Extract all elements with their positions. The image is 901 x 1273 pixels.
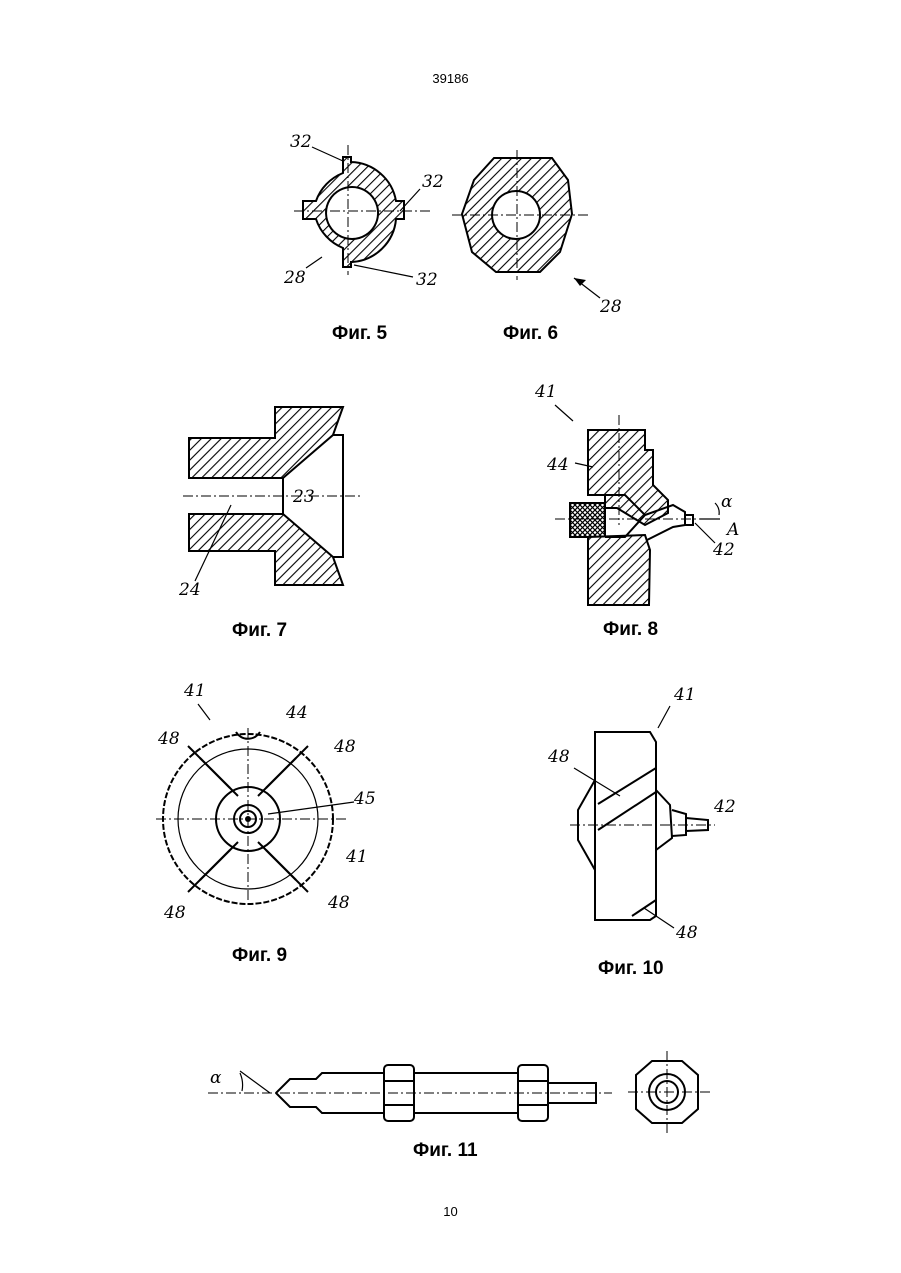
figure-11-label-alpha: α <box>210 1068 222 1088</box>
figure-7-caption: Фиг. 7 <box>232 620 287 642</box>
figure-5-caption: Фиг. 5 <box>332 323 387 345</box>
document-number: 39186 <box>0 71 901 86</box>
figure-8-drawing: 41 44 α A 42 <box>525 375 755 615</box>
svg-text:41: 41 <box>183 681 206 701</box>
figure-8-caption: Фиг. 8 <box>603 619 658 641</box>
svg-text:41: 41 <box>673 685 696 705</box>
svg-text:42: 42 <box>712 540 735 560</box>
svg-text:48: 48 <box>333 737 356 757</box>
svg-text:48: 48 <box>547 747 570 767</box>
svg-text:32: 32 <box>290 132 312 152</box>
figure-6-label-28: 28 <box>599 297 622 317</box>
svg-text:48: 48 <box>163 903 186 923</box>
page-number: 10 <box>0 1204 901 1219</box>
svg-text:28: 28 <box>283 268 306 288</box>
svg-text:45: 45 <box>353 789 376 809</box>
svg-text:23: 23 <box>292 487 315 507</box>
svg-text:41: 41 <box>534 382 557 402</box>
svg-text:A: A <box>725 520 739 540</box>
figure-5-drawing: 32 32 32 28 <box>270 125 460 300</box>
figure-6-caption: Фиг. 6 <box>503 323 558 345</box>
svg-text:48: 48 <box>157 729 180 749</box>
figure-11-drawing: α <box>200 1035 720 1135</box>
figure-6-drawing: 28 <box>450 140 640 320</box>
svg-text:44: 44 <box>285 703 308 723</box>
svg-text:32: 32 <box>416 270 438 290</box>
figure-10-caption: Фиг. 10 <box>598 958 664 980</box>
svg-text:32: 32 <box>422 172 444 192</box>
svg-text:48: 48 <box>327 893 350 913</box>
svg-text:42: 42 <box>713 797 736 817</box>
figure-7-drawing: 23 24 <box>165 395 370 600</box>
svg-text:41: 41 <box>345 847 368 867</box>
figure-10-drawing: 41 48 42 48 <box>540 680 740 950</box>
figure-10-labels: 41 48 42 48 <box>547 685 736 943</box>
figure-9-caption: Фиг. 9 <box>232 945 287 967</box>
figure-11-caption: Фиг. 11 <box>413 1140 478 1162</box>
figure-9-drawing: 41 44 48 48 45 41 48 48 <box>148 676 398 936</box>
svg-text:44: 44 <box>546 455 569 475</box>
svg-text:24: 24 <box>178 580 201 600</box>
svg-text:α: α <box>721 492 733 512</box>
svg-text:48: 48 <box>675 923 698 943</box>
